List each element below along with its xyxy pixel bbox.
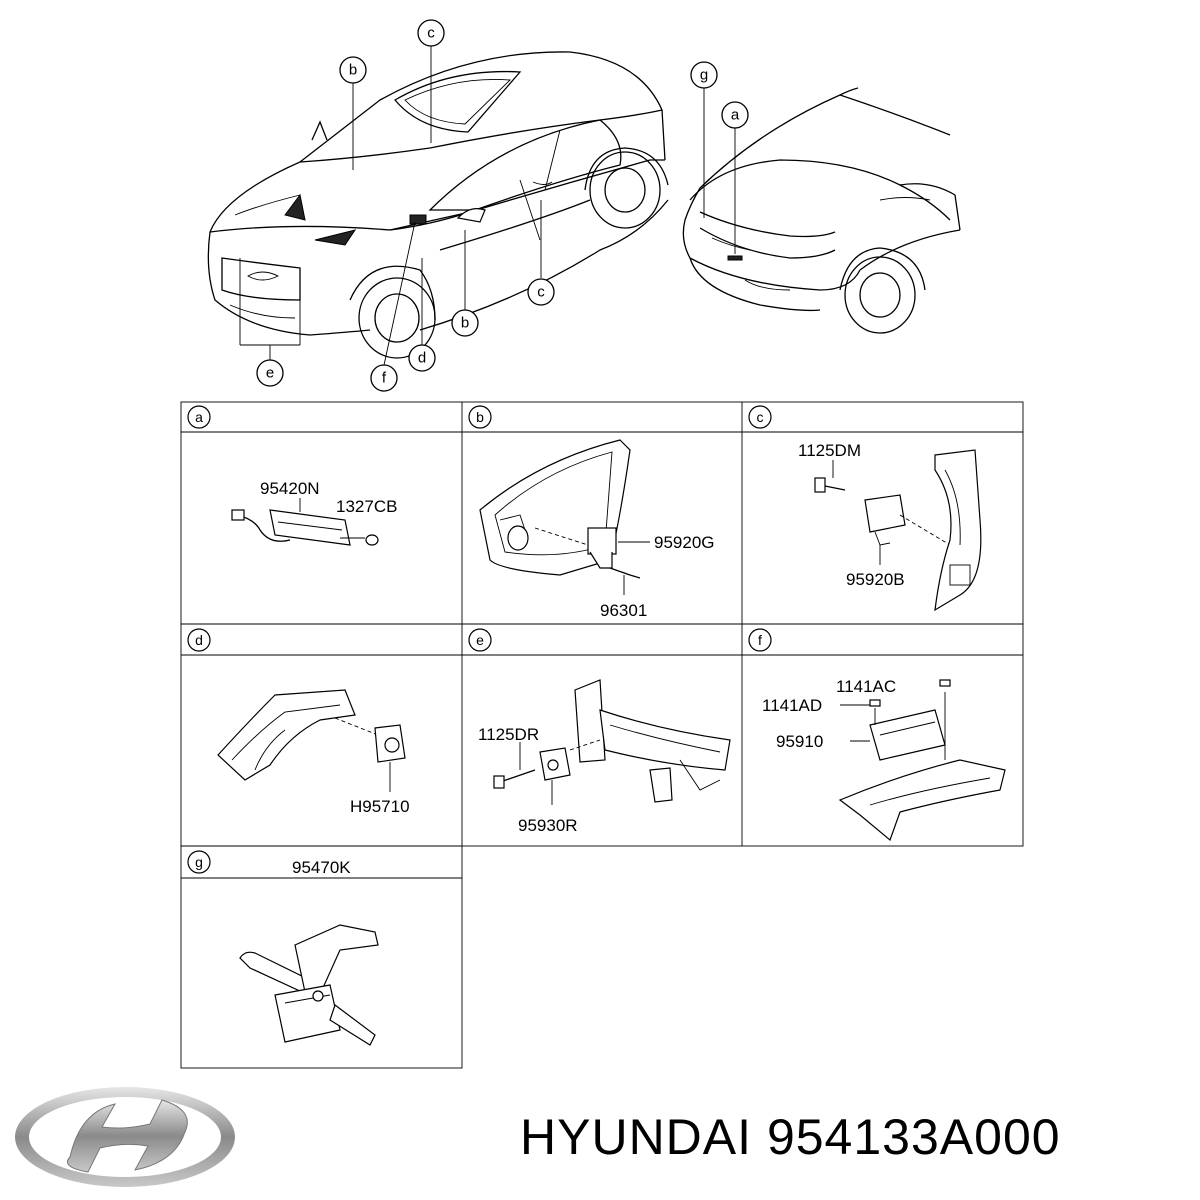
rear-car-leaders (703, 88, 736, 254)
svg-text:g: g (195, 854, 203, 870)
part-95420N: 95420N (260, 479, 320, 498)
front-car-leaders (239, 46, 542, 366)
svg-text:c: c (537, 284, 545, 301)
callout-c-body: c (527, 278, 555, 306)
callout-c-roof: c (417, 19, 445, 47)
part-1327CB: 1327CB (336, 497, 397, 516)
brand-part-number-caption: HYUNDAI 954133A000 (520, 1108, 1061, 1166)
cell-c-illustration (814, 449, 982, 612)
svg-text:e: e (266, 365, 274, 382)
svg-text:d: d (195, 632, 203, 648)
front-car-illustration (207, 51, 669, 359)
cell-g-illustration (239, 924, 379, 1046)
svg-text:f: f (382, 370, 387, 387)
cell-b-illustration (479, 439, 650, 595)
part-96301: 96301 (600, 601, 647, 620)
svg-text:a: a (195, 409, 203, 425)
part-95470K: 95470K (292, 858, 351, 877)
svg-text:c: c (757, 409, 764, 425)
svg-text:a: a (731, 107, 740, 124)
cell-letter-c: c (748, 405, 772, 429)
svg-text:d: d (418, 350, 426, 367)
cell-d-illustration (217, 689, 406, 792)
part-95910: 95910 (776, 732, 823, 751)
part-1141AD: 1141AD (762, 696, 822, 715)
cell-letter-b: b (468, 405, 492, 429)
cell-letter-d: d (187, 628, 211, 652)
parts-diagram: b c c b d f e g a a b c d e (180, 19, 1024, 1069)
cell-f-illustration (838, 679, 1006, 842)
svg-text:f: f (758, 632, 762, 648)
cell-a-illustration (231, 498, 379, 546)
part-1125DM: 1125DM (798, 441, 861, 460)
callout-d: d (408, 344, 436, 372)
svg-text:b: b (349, 62, 357, 79)
cell-letter-g: g (187, 850, 211, 874)
part-95920B: 95920B (846, 570, 905, 589)
svg-text:g: g (700, 67, 708, 84)
cell-letter-f: f (748, 628, 772, 652)
callout-g: g (690, 61, 718, 89)
part-number: 954133A000 (766, 1109, 1061, 1165)
cell-e-illustration (493, 679, 731, 805)
parts-table-grid (180, 401, 1024, 1069)
callout-b-hood: b (339, 56, 367, 84)
svg-text:b: b (476, 409, 484, 425)
svg-text:c: c (427, 25, 435, 42)
rear-car-illustration (682, 87, 961, 334)
svg-text:e: e (476, 632, 484, 648)
part-1125DR: 1125DR (478, 725, 539, 744)
part-H95710: H95710 (350, 797, 410, 816)
part-1141AC: 1141AC (836, 677, 896, 696)
brand-name: HYUNDAI (520, 1109, 753, 1165)
part-95930R: 95930R (518, 816, 578, 835)
callout-f: f (370, 364, 398, 392)
svg-text:b: b (461, 315, 469, 332)
hyundai-logo-icon (15, 1087, 235, 1187)
callout-b-door: b (451, 309, 479, 337)
cell-letter-a: a (187, 405, 211, 429)
cell-letter-e: e (468, 628, 492, 652)
callout-e: e (256, 359, 284, 387)
part-95920G: 95920G (654, 533, 715, 552)
callout-a: a (721, 101, 749, 129)
